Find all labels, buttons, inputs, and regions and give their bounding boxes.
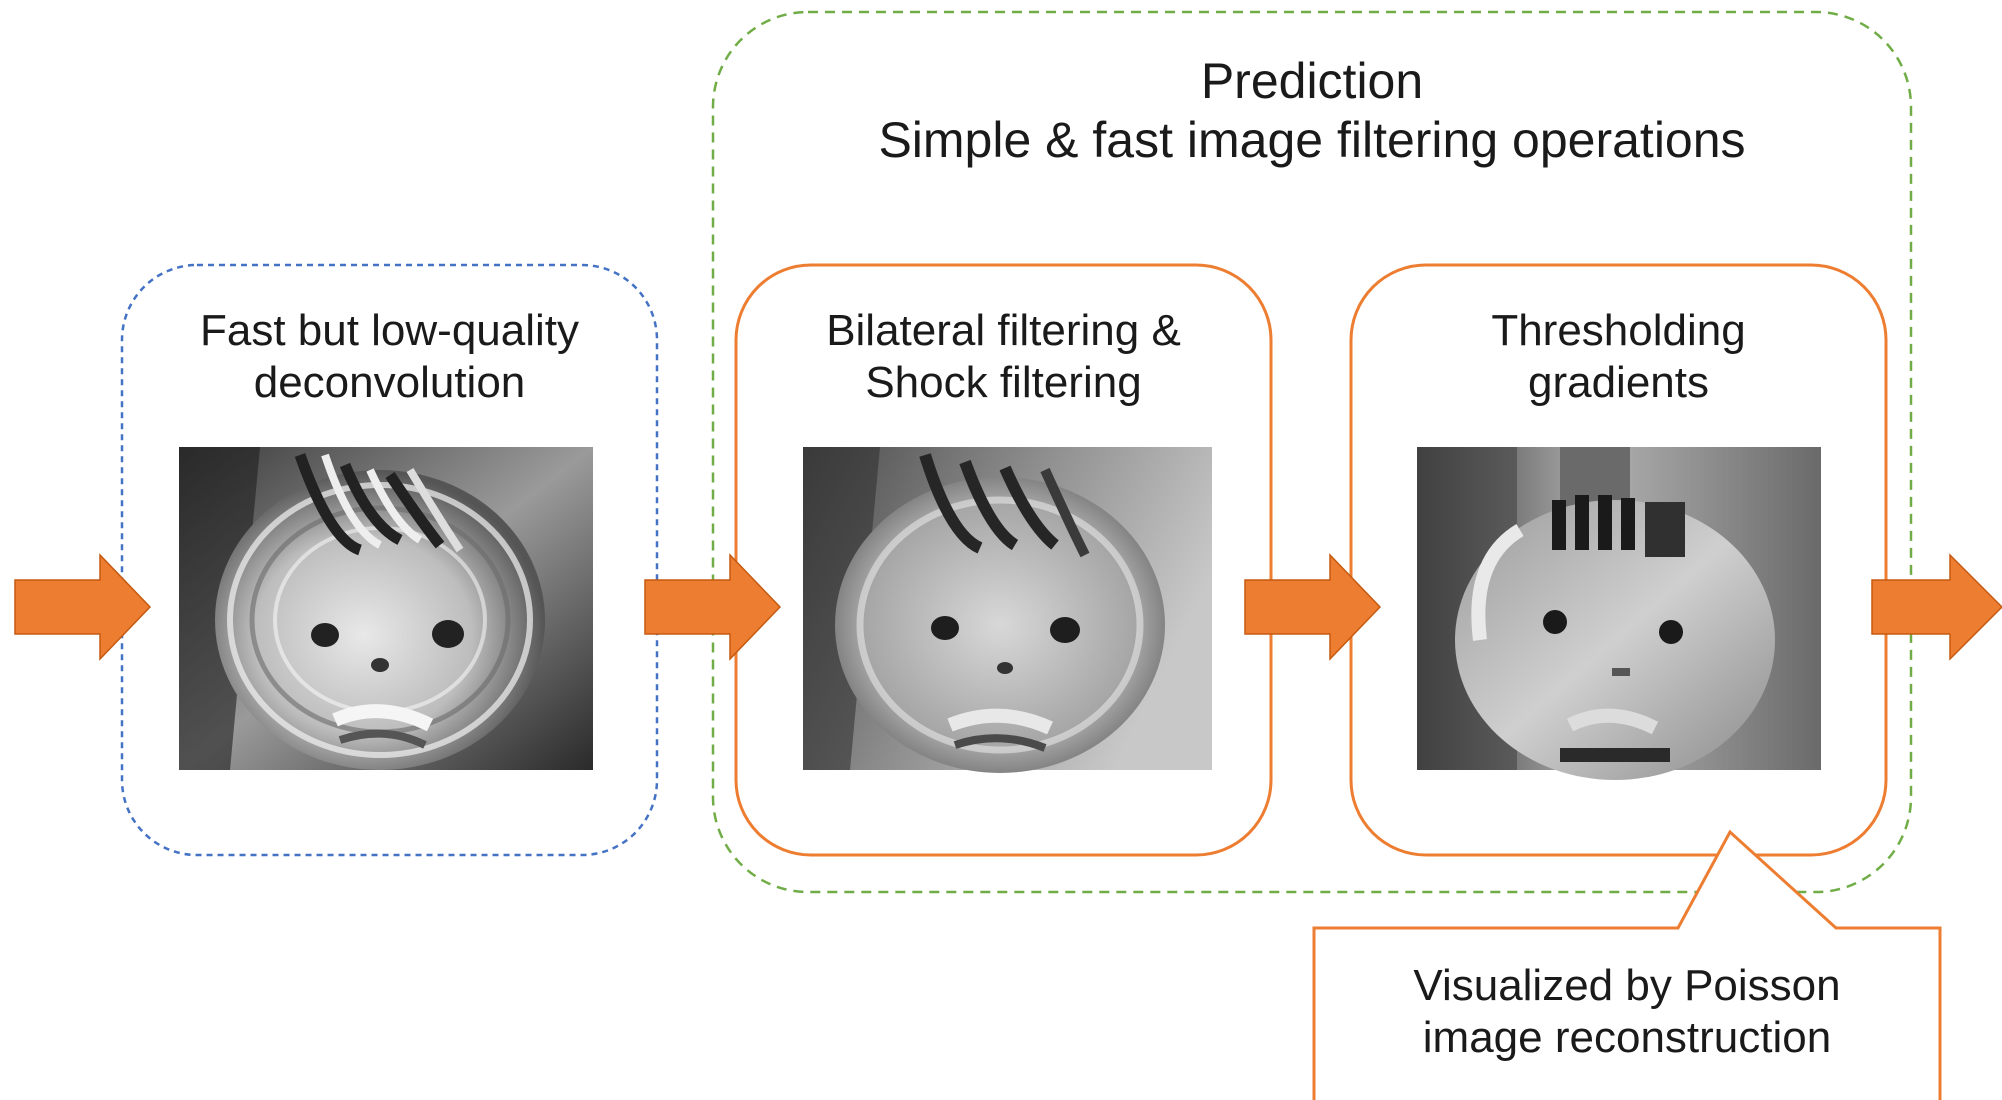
bilateral-shock-filtered-face-image [803,447,1212,773]
step-label-line1: Thresholding [1491,306,1746,355]
callout-text: Visualized by Poisson image reconstructi… [1314,960,1940,1064]
blurry-deconvolved-face-image [179,447,593,770]
step-box-thresholding [1349,263,1888,857]
step-label-line1: Bilateral filtering & [826,306,1181,355]
callout-box [1312,829,1942,1100]
callout-line2: image reconstruction [1422,1012,1832,1062]
step-label-line2: deconvolution [253,357,526,407]
step-label-deconvolution: Fast but low-quality deconvolution [122,305,657,409]
output-arrow [1871,553,2002,661]
prediction-group-border [711,10,1913,894]
step-box-deconvolution [120,263,659,857]
step-label-bilateral: Bilateral filtering & Shock filtering [736,305,1271,409]
step-label-line1: Fast but low-quality [199,306,580,355]
callout-line1: Visualized by Poisson [1413,961,1841,1010]
step-box-bilateral [734,263,1273,857]
step-label-line2: gradients [1527,357,1709,407]
thresholded-gradient-face-image [1417,447,1821,780]
step-label-line2: Shock filtering [865,357,1142,407]
prediction-subtitle: Simple & fast image filtering operations [878,112,1746,168]
step-label-thresholding: Thresholding gradients [1351,305,1886,409]
arrow-bilateral-to-thresholding [1244,553,1382,661]
input-arrow [14,553,152,661]
prediction-title: Prediction [1200,53,1424,109]
arrow-deconvolution-to-bilateral [644,553,782,661]
prediction-group-title: Prediction Simple & fast image filtering… [713,52,1911,170]
